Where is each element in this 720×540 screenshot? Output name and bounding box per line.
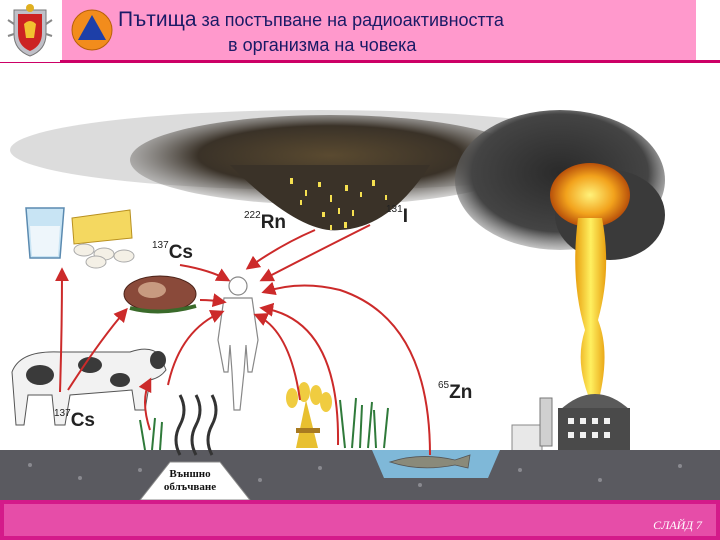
human-figure — [217, 276, 259, 411]
milk-glass — [25, 207, 65, 259]
header: Пътища за постъпване на радиоактивността… — [0, 0, 720, 63]
isotope-mass: 65 — [438, 380, 450, 391]
isotope-symbol: Cs — [168, 242, 193, 263]
ground — [0, 450, 720, 500]
isotope-label-zn: 65Zn — [438, 380, 473, 404]
isotope-mass: 137 — [54, 408, 71, 419]
page-title-line2: в организма на човека — [228, 35, 417, 55]
footer-inner — [4, 504, 716, 536]
title-rest: за постъпване на радиоактивността — [196, 10, 504, 30]
page-title-line1: Пътища за постъпване на радиоактивността — [118, 8, 504, 32]
isotope-symbol: Cs — [70, 410, 95, 431]
pathway-arrows — [54, 224, 431, 456]
isotope-mass: 222 — [244, 210, 261, 221]
meat — [123, 275, 197, 314]
radiation-waves — [174, 394, 218, 456]
slide-number: СЛАЙД 7 — [653, 518, 702, 532]
external-irradiation-line1: Външно — [169, 468, 211, 480]
cheese-and-eggs — [71, 209, 135, 269]
isotope-symbol: I — [402, 206, 408, 227]
isotope-symbol: Rn — [260, 212, 287, 233]
external-irradiation-mound — [139, 461, 251, 500]
external-irradiation-line2: облъчване — [163, 481, 217, 493]
reeds — [139, 397, 389, 451]
isotope-label-rn: 222Rn — [244, 210, 287, 234]
wheat-sheaf — [286, 382, 332, 448]
fish — [388, 454, 471, 469]
cow — [11, 348, 167, 426]
header-bar — [62, 0, 696, 60]
isotope-mass: 131 — [386, 204, 403, 215]
external-irradiation-label: Външно облъчване — [150, 468, 230, 494]
power-plant — [511, 394, 630, 456]
radiation-pathways-illustration — [0, 110, 720, 500]
footer-bar — [0, 500, 720, 540]
isotope-label-i: 131I — [386, 204, 408, 228]
isotope-mass: 137 — [152, 240, 169, 251]
isotope-label-cs-cow: 137Cs — [54, 408, 95, 432]
title-emphasis: Пътища — [118, 8, 197, 31]
isotope-symbol: Zn — [449, 382, 473, 403]
isotope-label-cs-food: 137Cs — [152, 240, 193, 264]
ministry-crest-icon — [0, 0, 60, 62]
header-divider — [0, 60, 720, 63]
ground-texture — [28, 463, 682, 487]
civil-protection-icon — [71, 9, 113, 51]
explosion-plume — [455, 110, 665, 395]
